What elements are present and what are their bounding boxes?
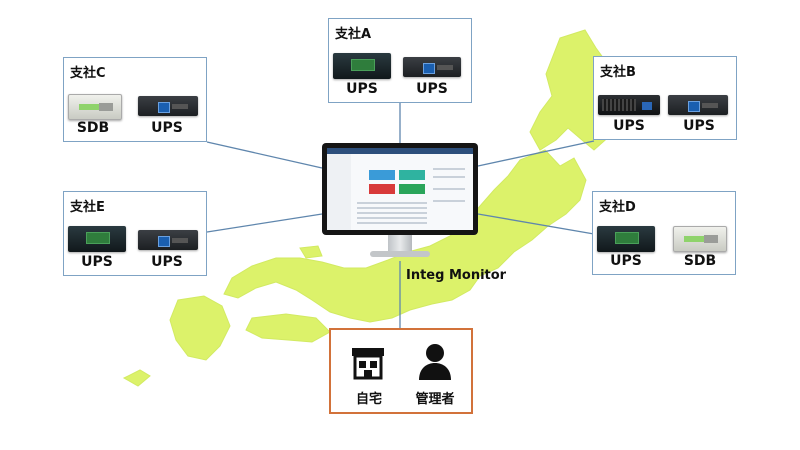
- branch-b: 支社B UPS UPS: [593, 56, 737, 140]
- ups-compact-icon: [403, 57, 461, 77]
- monitor-frame: [322, 143, 478, 235]
- ups-tower-icon: [68, 226, 126, 252]
- branch-d-title: 支社D: [599, 200, 636, 215]
- connector-b: [477, 140, 595, 167]
- ups-tower-icon: [597, 226, 655, 252]
- map-kyushu: [169, 295, 231, 361]
- branch-d: 支社D UPS SDB: [592, 191, 736, 275]
- branch-e: 支社E UPS UPS: [63, 191, 207, 276]
- device-label: UPS: [151, 120, 183, 136]
- map-shikoku: [245, 313, 331, 343]
- monitor-screen: [327, 148, 473, 230]
- device-label: UPS: [610, 253, 642, 269]
- device-label: UPS: [81, 254, 113, 270]
- branch-c-title: 支社C: [70, 66, 106, 81]
- device-label: UPS: [613, 118, 645, 134]
- house-icon: [352, 348, 384, 380]
- monitor-base: [370, 251, 430, 257]
- map-island-small: [299, 245, 323, 259]
- map-okinawa: [122, 369, 151, 387]
- device-label: UPS: [683, 118, 715, 134]
- ups-compact-icon: [138, 230, 198, 250]
- device-label: UPS: [346, 81, 378, 97]
- ups-compact-icon: [138, 96, 198, 116]
- branch-a-title: 支社A: [335, 27, 372, 42]
- device-label: UPS: [416, 81, 448, 97]
- branch-b-title: 支社B: [600, 65, 636, 80]
- admin-box: 自宅 管理者: [329, 328, 473, 414]
- branch-a: 支社A UPS UPS: [328, 18, 472, 103]
- ups-rack-icon: [598, 95, 660, 115]
- connector-e: [206, 213, 323, 233]
- integ-monitor-display: [322, 143, 478, 261]
- connector-c: [206, 141, 323, 169]
- person-icon: [419, 344, 451, 380]
- sdb-device-icon: [68, 94, 122, 120]
- connector-d: [477, 213, 595, 235]
- monitor-label: Integ Monitor: [406, 268, 507, 283]
- ups-compact-icon: [668, 95, 728, 115]
- monitor-stand: [388, 235, 412, 253]
- branch-e-title: 支社E: [70, 200, 105, 215]
- branch-c: 支社C SDB UPS: [63, 57, 207, 142]
- device-label: SDB: [76, 120, 110, 136]
- ups-tower-icon: [333, 53, 391, 79]
- device-label: SDB: [683, 253, 717, 269]
- admin-label: 管理者: [415, 392, 455, 407]
- home-label: 自宅: [355, 392, 382, 407]
- device-label: UPS: [151, 254, 183, 270]
- sdb-device-icon: [673, 226, 727, 252]
